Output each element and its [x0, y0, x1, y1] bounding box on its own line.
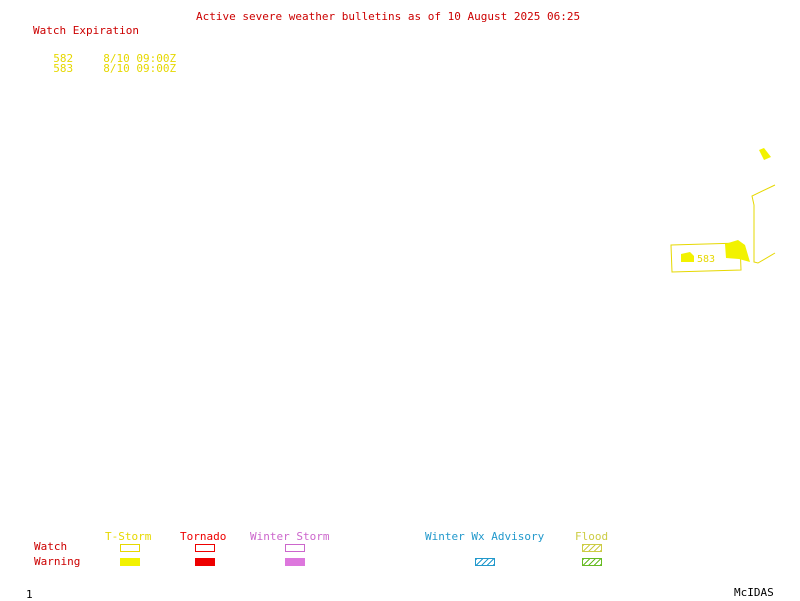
tstorm-warning-area[interactable] [681, 252, 694, 262]
legend-tstorm-title: T-Storm [105, 530, 152, 543]
legend-tornado-title: Tornado [180, 530, 227, 543]
legend-watch-row-label: Watch [34, 540, 68, 553]
legend-winter-storm-title: Winter Storm [250, 530, 330, 543]
legend-winter-storm-watch-swatch [285, 544, 305, 552]
watch-expiration-header: Watch Expiration [33, 24, 139, 37]
legend-tstorm-watch-swatch [120, 544, 140, 552]
legend-winter-storm-warning-swatch [285, 558, 305, 566]
tstorm-warning-area[interactable] [725, 240, 750, 262]
legend-winter-wx-advisory-title: Winter Wx Advisory [425, 530, 545, 543]
tstorm-warning-area[interactable] [759, 148, 771, 160]
watch-expires: 8/10 09:00Z [103, 52, 177, 65]
legend-tstorm-warning-swatch [120, 558, 140, 566]
frame-number: 1 [26, 588, 33, 601]
legend-warning-row-label: Warning [34, 555, 81, 568]
bulletin-title: Active severe weather bulletins as of 10… [196, 10, 581, 23]
legend-tornado-warning-swatch [195, 558, 215, 566]
watch-id: 583 [53, 62, 74, 75]
legend-tornado-watch-swatch [195, 544, 215, 552]
legend-flood-warning-swatch [582, 558, 602, 566]
legend-flood-watch-swatch [582, 544, 602, 552]
legend-winter-wx-advisory-warning-swatch [475, 558, 495, 566]
watch-expiration-row: 583 8/10 09:00Z [40, 51, 176, 75]
watch-583-label: 583 [697, 254, 715, 265]
watch-expires: 8/10 09:00Z [103, 62, 177, 75]
watch-expiration-row: 582 8/10 09:00Z [40, 41, 176, 65]
watch-polygon-583[interactable] [670, 242, 742, 273]
watch-id: 582 [53, 52, 74, 65]
watch-polygon-582[interactable] [751, 184, 776, 264]
mcidas-brand: McIDAS [734, 586, 774, 599]
legend-flood-title: Flood [575, 530, 609, 543]
